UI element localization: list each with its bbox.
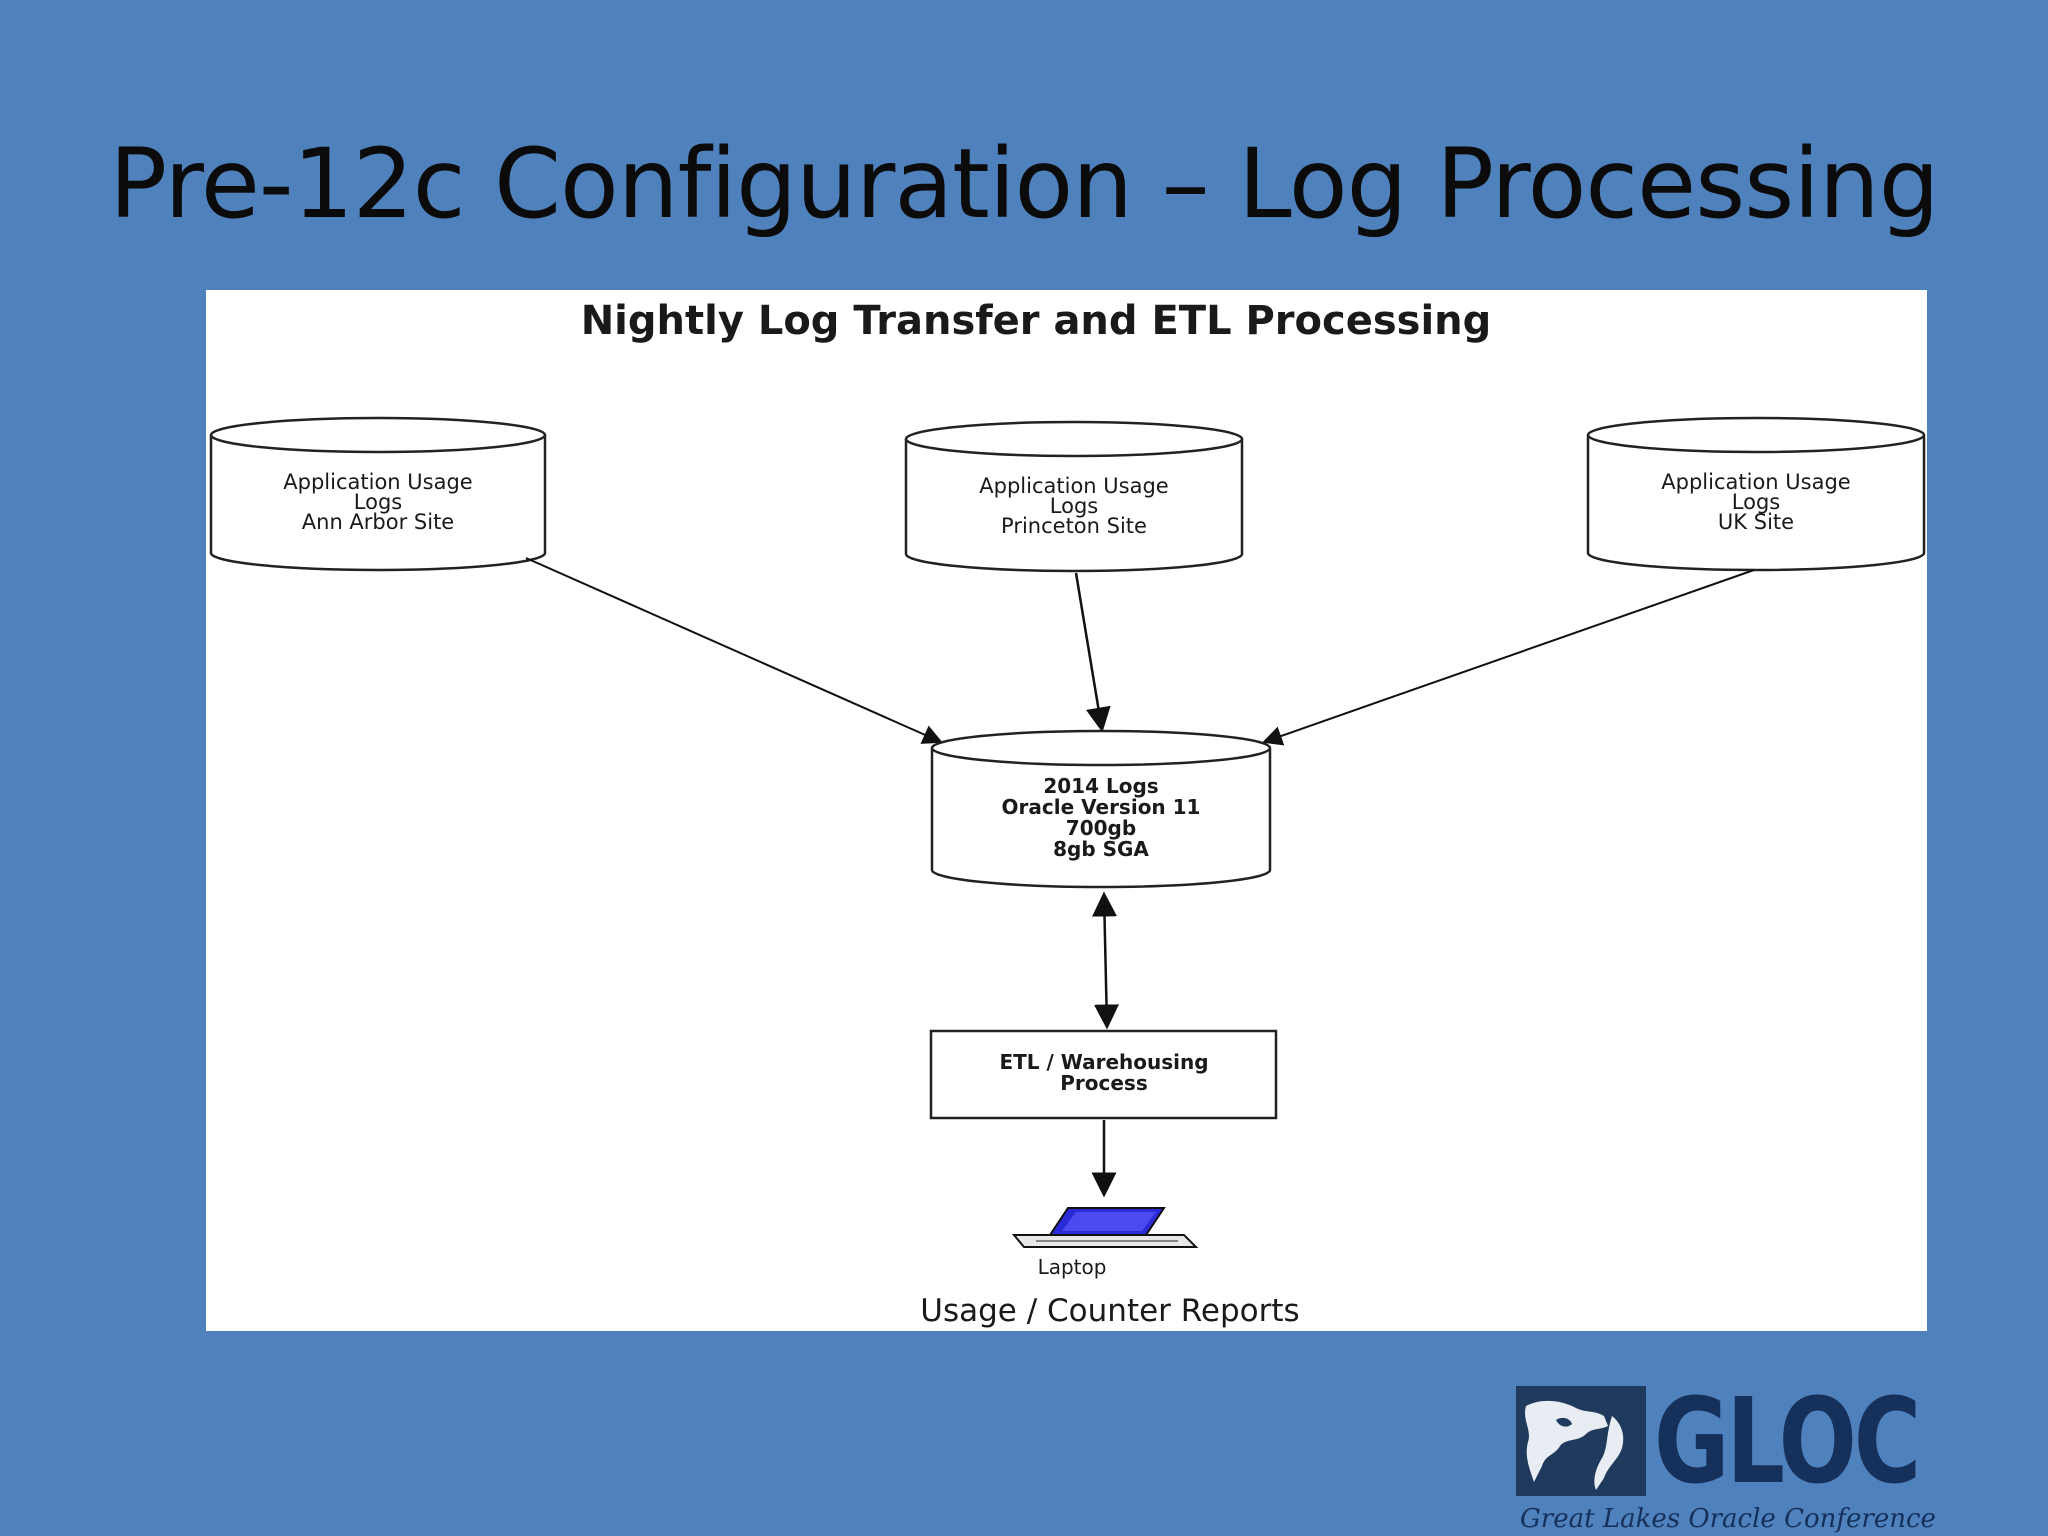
diagram-title: Nightly Log Transfer and ETL Processing bbox=[581, 298, 1492, 344]
db-ann-arbor-line-1: Application Usage bbox=[283, 470, 472, 494]
laptop-icon bbox=[1011, 1207, 1199, 1248]
etl-line-1: ETL / Warehousing bbox=[999, 1050, 1208, 1074]
db-uk-line-2: Logs bbox=[1732, 490, 1780, 514]
diagram-panel: Nightly Log Transfer and ETL Processing … bbox=[206, 290, 1927, 1331]
laptop-label: Laptop bbox=[1038, 1255, 1107, 1279]
etl-process-box: ETL / Warehousing Process bbox=[929, 1029, 1278, 1120]
db-uk-line-3: UK Site bbox=[1718, 510, 1794, 534]
db-central: 2014 Logs Oracle Version 11 700gb 8gb SG… bbox=[930, 729, 1272, 889]
db-ann-arbor: Application Usage Logs Ann Arbor Site bbox=[209, 416, 547, 572]
great-lakes-map-icon bbox=[1516, 1386, 1646, 1496]
gloc-logo: GLOC Great Lakes Oracle Conference bbox=[1516, 1372, 1956, 1536]
db-princeton: Application Usage Logs Princeton Site bbox=[904, 420, 1244, 573]
db-central-line-2: Oracle Version 11 bbox=[1002, 795, 1201, 819]
db-central-line-4: 8gb SGA bbox=[1053, 837, 1149, 861]
logo-wordmark: GLOC bbox=[1654, 1372, 1921, 1510]
db-princeton-line-2: Logs bbox=[1050, 494, 1098, 518]
db-central-line-1: 2014 Logs bbox=[1043, 774, 1158, 798]
diagram-footer: Usage / Counter Reports bbox=[920, 1293, 1299, 1329]
db-ann-arbor-line-3: Ann Arbor Site bbox=[302, 510, 454, 534]
db-princeton-line-3: Princeton Site bbox=[1001, 514, 1147, 538]
db-ann-arbor-line-2: Logs bbox=[354, 490, 402, 514]
db-princeton-line-1: Application Usage bbox=[979, 474, 1168, 498]
diagram-canvas: Nightly Log Transfer and ETL Processing … bbox=[209, 298, 1926, 1329]
db-central-line-3: 700gb bbox=[1066, 816, 1136, 840]
db-uk-line-1: Application Usage bbox=[1661, 470, 1850, 494]
slide-title: Pre-12c Configuration – Log Processing bbox=[109, 128, 1939, 240]
logo-tagline: Great Lakes Oracle Conference bbox=[1520, 1504, 1936, 1534]
arrow-central-etl-bidirectional bbox=[1092, 891, 1119, 1030]
arrow-uk-to-central bbox=[1262, 569, 1755, 746]
etl-line-2: Process bbox=[1060, 1071, 1148, 1095]
arrow-ann-arbor-to-central bbox=[525, 557, 943, 744]
arrow-princeton-to-central bbox=[1074, 572, 1111, 733]
db-uk: Application Usage Logs UK Site bbox=[1586, 416, 1926, 572]
